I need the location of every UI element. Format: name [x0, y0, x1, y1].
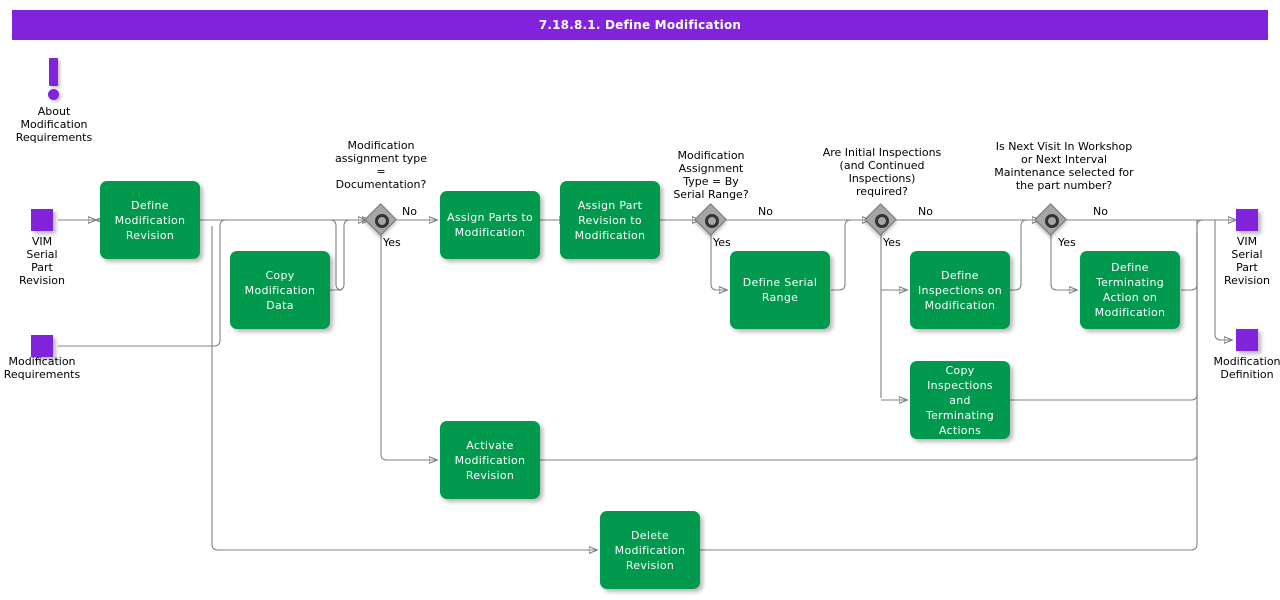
- term-line: Part: [31, 261, 53, 274]
- decision-4-no-label: No: [1093, 205, 1108, 218]
- decision-initial-inspections-required[interactable]: [864, 203, 898, 237]
- decision-modification-assignment-type-documentation-question: Modification assignment type = Documenta…: [311, 139, 451, 191]
- note-label-line-1: About: [37, 105, 71, 118]
- term-line: Part: [1236, 261, 1258, 274]
- term-line: VIM: [31, 235, 53, 248]
- question-line: Are Initial Inspections: [822, 146, 942, 159]
- question-line: (and Continued: [839, 159, 925, 172]
- question-line: or Next Interval: [1021, 153, 1107, 166]
- terminator-end-modification-definition[interactable]: [1236, 329, 1258, 351]
- question-line: Modification: [677, 149, 745, 162]
- node-copy-inspections-and-terminating-actions[interactable]: Copy Inspections and Terminating Actions: [910, 361, 1010, 439]
- decision-2-no-label: No: [758, 205, 773, 218]
- node-define-terminating-action-on-modification[interactable]: Define Terminating Action on Modificatio…: [1080, 251, 1180, 329]
- terminator-start-modification-requirements[interactable]: [31, 335, 53, 357]
- term-line: Revision: [19, 274, 65, 287]
- term-line: Modification: [1213, 355, 1280, 368]
- node-define-serial-range[interactable]: Define Serial Range: [730, 251, 830, 329]
- node-define-inspections-on-modification[interactable]: Define Inspections on Modification: [910, 251, 1010, 329]
- decision-4-yes-label: Yes: [1058, 236, 1076, 249]
- decision-1-no-label: No: [402, 205, 417, 218]
- decision-ring-icon: [1045, 214, 1059, 228]
- node-delete-modification-revision[interactable]: Delete Modification Revision: [600, 511, 700, 589]
- term-line: Serial: [1231, 248, 1263, 261]
- terminator-end-modification-definition-label: Modification Definition: [1187, 355, 1280, 381]
- terminator-start-vim-serial-part-revision[interactable]: [31, 209, 53, 231]
- decision-2-yes-label: Yes: [713, 236, 731, 249]
- term-line: Definition: [1220, 368, 1274, 381]
- exclamation-note-icon: [49, 58, 58, 86]
- terminator-end-vim-serial-part-revision[interactable]: [1236, 209, 1258, 231]
- node-copy-modification-data[interactable]: Copy Modification Data: [230, 251, 330, 329]
- decision-3-no-label: No: [918, 205, 933, 218]
- exclamation-note-dot-icon: [48, 89, 59, 100]
- question-line: the part number?: [1015, 179, 1113, 192]
- node-activate-modification-revision[interactable]: Activate Modification Revision: [440, 421, 540, 499]
- question-line: =: [376, 165, 386, 178]
- question-line: required?: [856, 185, 908, 198]
- decision-3-yes-label: Yes: [883, 236, 901, 249]
- decision-next-visit-workshop-or-interval-maintenance-question: Is Next Visit In Workshop or Next Interv…: [963, 140, 1165, 192]
- decision-initial-inspections-required-question: Are Initial Inspections (and Continued I…: [797, 146, 967, 198]
- question-line: Documentation?: [335, 178, 427, 191]
- note-label-line-2: Modification: [20, 118, 88, 131]
- term-line: Revision: [1224, 274, 1270, 287]
- decision-next-visit-workshop-or-interval-maintenance[interactable]: [1034, 203, 1068, 237]
- terminator-end-vim-serial-part-revision-label: VIM Serial Part Revision: [1187, 235, 1280, 287]
- question-line: Inspections): [848, 172, 916, 185]
- question-line: Type = By: [683, 175, 739, 188]
- decision-ring-icon: [875, 214, 889, 228]
- question-line: assignment type: [334, 152, 428, 165]
- decision-modification-assignment-type-documentation[interactable]: [364, 203, 398, 237]
- question-line: Is Next Visit In Workshop: [995, 140, 1133, 153]
- decision-ring-icon: [705, 214, 719, 228]
- term-line: Requirements: [3, 368, 81, 381]
- term-line: Modification: [8, 355, 76, 368]
- about-modification-requirements-label: About Modification Requirements: [0, 105, 114, 144]
- node-assign-parts-to-modification[interactable]: Assign Parts to Modification: [440, 191, 540, 259]
- terminator-start-modification-requirements-label: Modification Requirements: [0, 355, 102, 381]
- decision-modification-assignment-type-serial-range[interactable]: [694, 203, 728, 237]
- about-modification-requirements-note: [40, 58, 68, 102]
- terminator-start-vim-serial-part-revision-label: VIM Serial Part Revision: [0, 235, 102, 287]
- question-line: Assignment: [678, 162, 744, 175]
- decision-modification-assignment-type-serial-range-question: Modification Assignment Type = By Serial…: [641, 149, 781, 201]
- question-line: Maintenance selected for: [994, 166, 1134, 179]
- note-label-line-3: Requirements: [15, 131, 93, 144]
- term-line: Serial: [26, 248, 58, 261]
- question-line: Serial Range?: [673, 188, 749, 201]
- question-line: Modification: [347, 139, 415, 152]
- node-assign-part-revision-to-modification[interactable]: Assign Part Revision to Modification: [560, 181, 660, 259]
- decision-ring-icon: [375, 214, 389, 228]
- page-title: 7.18.8.1. Define Modification: [12, 10, 1268, 40]
- term-line: VIM: [1236, 235, 1258, 248]
- decision-1-yes-label: Yes: [383, 236, 401, 249]
- node-define-modification-revision[interactable]: Define Modification Revision: [100, 181, 200, 259]
